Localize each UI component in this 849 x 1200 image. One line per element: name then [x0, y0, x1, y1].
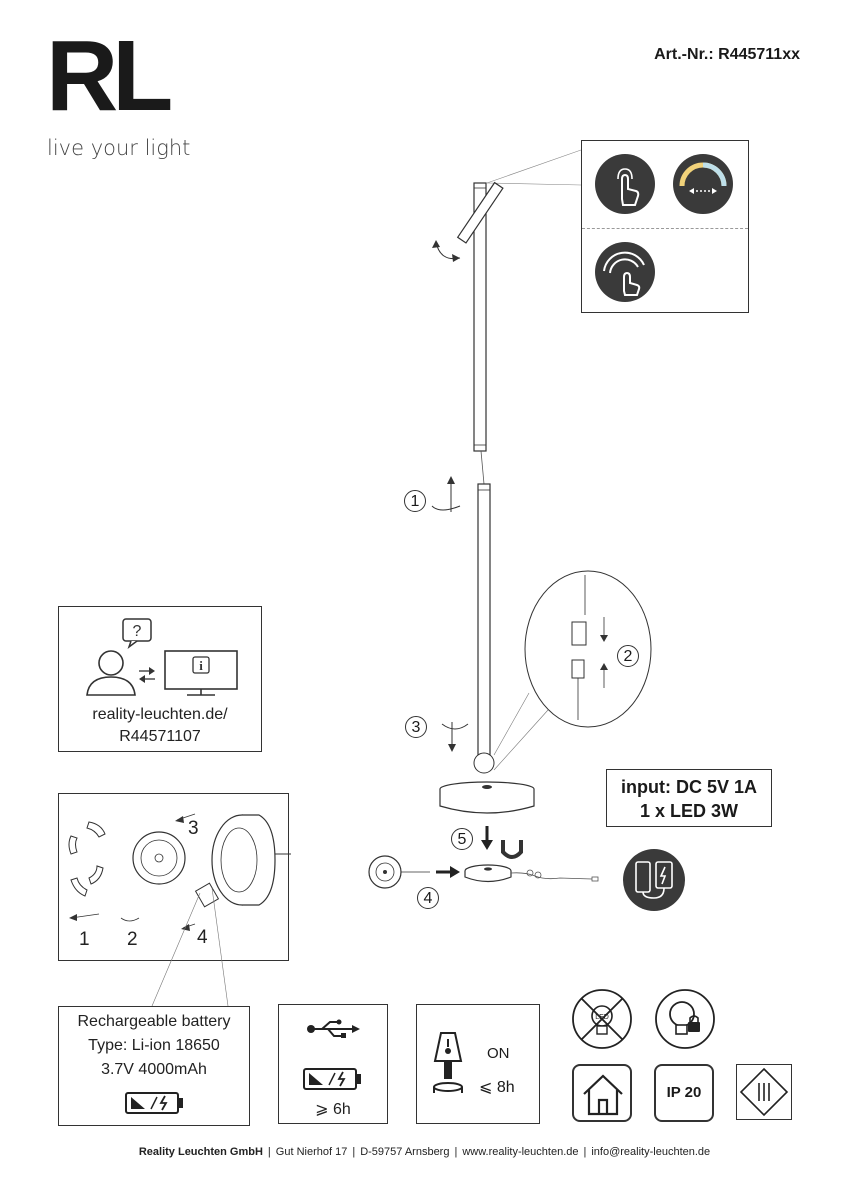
step-2-marker: 2	[617, 645, 639, 667]
led-lock-icon	[655, 989, 715, 1049]
battery-step-1: 1	[79, 929, 90, 950]
svg-text:i: i	[199, 658, 203, 673]
led-not-replaceable-icon: LED	[572, 989, 632, 1049]
battery-exploded-drawing	[68, 813, 291, 931]
step-3-marker: 3	[405, 716, 427, 738]
runtime-state: ON	[487, 1045, 510, 1062]
runtime-time: ⩽ 8h	[479, 1079, 515, 1096]
battery-info-box: Rechargeable battery Type: Li-ion 18650 …	[58, 1006, 250, 1126]
house-glyph-icon	[583, 1074, 623, 1116]
battery-step-3: 3	[188, 818, 199, 839]
brand-logo: RL	[46, 20, 173, 132]
article-number-label: Art.-Nr.:	[654, 46, 714, 63]
battery-replacement-box: 1 2 3 4	[58, 793, 291, 961]
battery-icon	[125, 1092, 183, 1114]
feature-divider	[582, 228, 748, 229]
footer-email[interactable]: info@reality-leuchten.de	[591, 1146, 711, 1158]
ip-rating-badge: IP 20	[654, 1064, 714, 1122]
footer-address1: Gut Nierhof 17	[275, 1146, 348, 1158]
support-info-box: ? i reality-leuchten.de/ R44571107	[58, 606, 262, 752]
charging-time: ⩾ 6h	[315, 1101, 351, 1118]
battery-step-2: 2	[127, 929, 138, 950]
usb-icon	[307, 1019, 360, 1038]
spec-input: input: DC 5V 1A	[620, 777, 757, 797]
support-icon: ? i	[86, 618, 238, 696]
step-5-marker: 5	[451, 828, 473, 850]
brand-tagline: live your light	[47, 136, 191, 160]
support-url-line2: R44571107	[119, 728, 201, 745]
article-number: Art.-Nr.: R445711xx	[654, 46, 800, 64]
indoor-house-icon	[572, 1064, 632, 1122]
step-1-marker: 1	[404, 490, 426, 512]
lamp-runtime-icon	[433, 1032, 463, 1093]
footer-company: Reality Leuchten GmbH	[138, 1146, 263, 1158]
spec-led: 1 x LED 3W	[639, 801, 739, 821]
footer-website[interactable]: www.reality-leuchten.de	[462, 1146, 579, 1158]
touch-icon	[595, 154, 655, 214]
feature-icons-box	[581, 140, 749, 313]
footer-address2: D-59757 Arnsberg	[360, 1146, 450, 1158]
usb-c-charging-icon	[623, 849, 685, 911]
ip-rating-text: IP 20	[666, 1084, 702, 1101]
battery-step-4: 4	[197, 927, 208, 948]
battery-info-line2: Type: Li-ion 18650	[88, 1037, 220, 1054]
svg-text:?: ?	[133, 623, 142, 640]
touch-dimming-icon	[595, 242, 655, 302]
charging-time-box: ⩾ 6h	[278, 1004, 388, 1124]
color-temperature-icon	[673, 154, 733, 214]
article-number-value: R445711xx	[718, 46, 800, 63]
support-url-line1[interactable]: reality-leuchten.de/	[92, 706, 228, 723]
battery-info-line1: Rechargeable battery	[77, 1013, 231, 1030]
runtime-box: ON ⩽ 8h	[416, 1004, 540, 1124]
battery-charge-icon	[303, 1068, 361, 1090]
step-4-marker: 4	[417, 887, 439, 909]
specs-box: input: DC 5V 1A 1 x LED 3W	[606, 769, 772, 827]
svg-text:LED: LED	[595, 1014, 609, 1021]
footer: Reality Leuchten GmbH|Gut Nierhof 17|D-5…	[138, 1146, 711, 1158]
battery-info-line3: 3.7V 4000mAh	[101, 1061, 207, 1078]
class-3-glyph-icon	[739, 1067, 789, 1117]
protection-class-3-icon	[736, 1064, 792, 1120]
